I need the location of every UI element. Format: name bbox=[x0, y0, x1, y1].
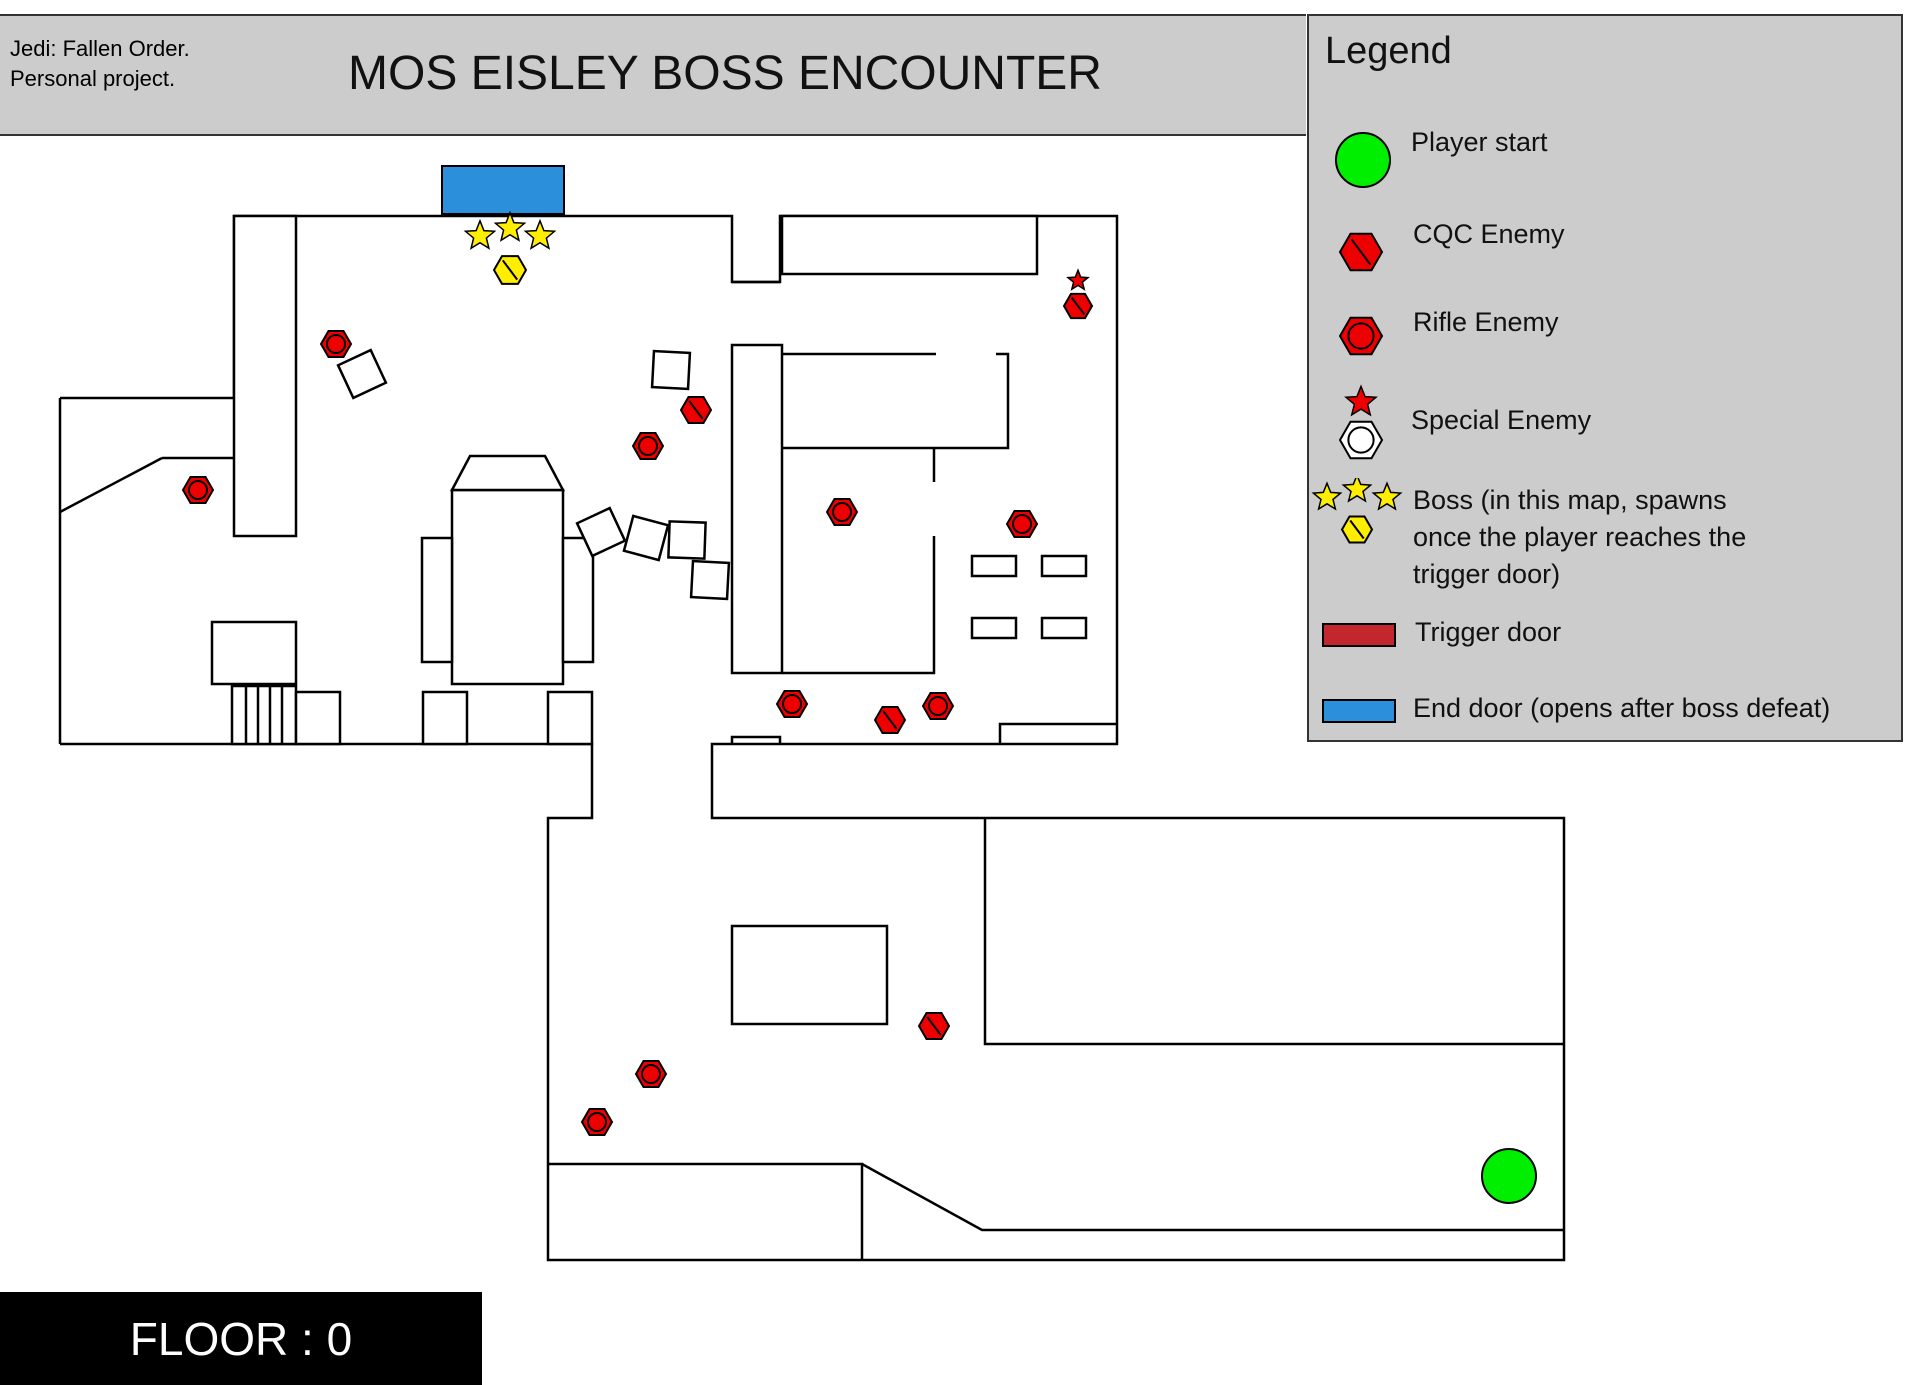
crate bbox=[546, 690, 594, 746]
rifle-enemy-marker bbox=[775, 690, 809, 718]
crate bbox=[667, 520, 707, 560]
boss-marker bbox=[463, 210, 557, 285]
rifle-enemy-marker bbox=[921, 692, 955, 720]
title-bar: Jedi: Fallen Order. Personal project. MO… bbox=[0, 14, 1306, 136]
page-title: MOS EISLEY BOSS ENCOUNTER bbox=[348, 47, 1102, 100]
bench-left bbox=[420, 536, 454, 664]
central-table bbox=[450, 488, 565, 686]
rifle-enemy-marker bbox=[319, 330, 353, 358]
crate bbox=[210, 620, 298, 686]
legend-boss-line-2: once the player reaches the bbox=[1413, 522, 1747, 552]
pillar-wall bbox=[232, 214, 298, 538]
trigger-door-icon bbox=[1322, 623, 1396, 647]
rifle-enemy-icon bbox=[1338, 316, 1384, 356]
upper-area-walls bbox=[58, 214, 1566, 1262]
cqc-enemy-icon bbox=[1338, 232, 1384, 272]
large-crate bbox=[730, 924, 889, 1026]
stairs bbox=[230, 684, 298, 746]
floor-badge: FLOOR : 0 bbox=[0, 1292, 482, 1385]
legend-boss-line-1: Boss (in this map, spawns bbox=[1413, 485, 1727, 515]
legend-player-start: Player start bbox=[1411, 127, 1548, 157]
cqc-enemy-marker bbox=[1338, 232, 1384, 272]
crate bbox=[294, 690, 342, 746]
legend-panel: Legend Player start CQC Enemy Rifle Enem… bbox=[1307, 14, 1903, 742]
crate bbox=[1040, 616, 1088, 640]
rifle-enemy-marker bbox=[1338, 316, 1384, 356]
player-start-icon bbox=[1335, 132, 1391, 188]
cqc-enemy-marker bbox=[917, 1012, 951, 1040]
legend-cqc-enemy: CQC Enemy bbox=[1413, 219, 1565, 249]
legend-end-door: End door (opens after boss defeat) bbox=[1413, 693, 1831, 723]
player-start-marker bbox=[1481, 1148, 1537, 1204]
legend-special-enemy: Special Enemy bbox=[1411, 405, 1592, 435]
crate bbox=[689, 559, 731, 601]
rifle-enemy-marker bbox=[1005, 510, 1039, 538]
legend-rifle-enemy: Rifle Enemy bbox=[1413, 307, 1559, 337]
crate bbox=[1040, 554, 1088, 578]
rifle-enemy-marker bbox=[181, 476, 215, 504]
cqc-enemy-marker bbox=[873, 706, 907, 734]
rifle-enemy-marker bbox=[631, 432, 665, 460]
crate bbox=[970, 554, 1018, 578]
legend-title: Legend bbox=[1325, 30, 1452, 72]
wall-column bbox=[730, 343, 784, 675]
boss-icon bbox=[1311, 478, 1403, 544]
credits-line-2: Personal project. bbox=[10, 66, 176, 91]
props bbox=[210, 348, 1088, 1026]
special-enemy-marker bbox=[1338, 384, 1384, 460]
cqc-enemy-marker bbox=[679, 396, 713, 424]
end-door bbox=[441, 165, 565, 215]
bench-right bbox=[561, 536, 595, 664]
rifle-enemy-marker bbox=[580, 1108, 614, 1136]
crate bbox=[336, 348, 388, 400]
crate bbox=[622, 514, 670, 562]
crate bbox=[575, 506, 627, 558]
legend-boss-line-3: trigger door) bbox=[1413, 559, 1561, 589]
credits-line-1: Jedi: Fallen Order. bbox=[10, 36, 190, 61]
rifle-enemy-marker bbox=[825, 498, 859, 526]
crate bbox=[650, 349, 692, 391]
special-enemy-icon bbox=[1338, 384, 1384, 460]
rifle-enemy-marker bbox=[634, 1060, 668, 1088]
wall-block bbox=[780, 214, 1039, 276]
end-door-icon bbox=[1322, 699, 1396, 723]
credits: Jedi: Fallen Order. Personal project. bbox=[10, 34, 190, 94]
crate bbox=[970, 616, 1018, 640]
crate bbox=[421, 690, 469, 746]
table-top bbox=[449, 454, 566, 492]
markers bbox=[181, 210, 1537, 1204]
legend-boss: Boss (in this map, spawns once the playe… bbox=[1413, 482, 1746, 593]
special-enemy-marker bbox=[1062, 268, 1094, 320]
boss-marker bbox=[1311, 478, 1403, 544]
legend-trigger-door: Trigger door bbox=[1415, 617, 1562, 647]
